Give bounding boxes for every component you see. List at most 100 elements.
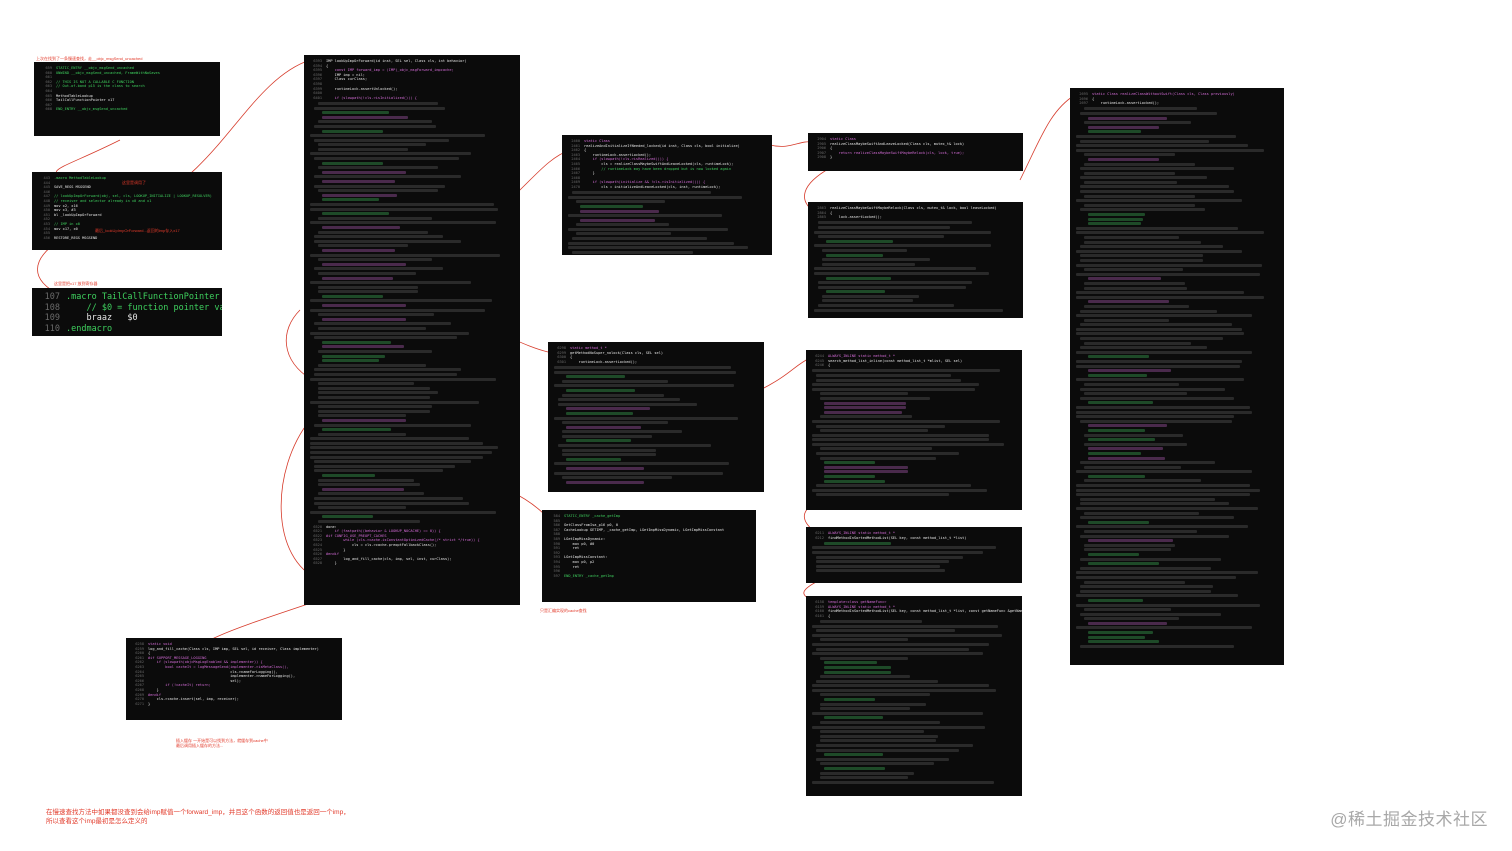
code-filler-line [322,180,396,184]
code-filler-line [820,675,910,679]
code-filler-line [558,444,711,448]
code-filler-line [318,216,433,220]
code-filler-line [1088,428,1145,432]
line-number: 6246 [815,363,824,368]
line-text: } [584,171,595,176]
code-line: 6263 bool cacheIt = logMessageSend(imple… [132,665,336,670]
code-filler-line [1076,364,1240,368]
line-text: ALWAYS_INLINE static method_t * [828,531,896,535]
code-filler-line [310,152,472,156]
code-filler-line [554,416,738,420]
code-filler-line [812,684,990,688]
code-line: 2864{ [814,211,1017,216]
code-filler-line [1088,373,1147,377]
line-number: 6260 [135,651,144,656]
code-line: 6260{ [132,651,336,656]
code-filler-line [1084,194,1196,198]
code-line: 6269#endif [132,693,336,698]
code-filler-line [314,239,461,243]
line-text: if (!cacheIt) return; [148,683,211,688]
line-text: Class curClass; [326,77,368,82]
code-filler-line [1076,144,1248,148]
line-number: 664 [45,88,53,93]
line-text: #if CONFIG_USE_PREOPT_CACHES [326,533,387,538]
code-filler-line [1080,185,1230,189]
code-filler-line [310,331,470,335]
code-filler-line [824,753,884,757]
code-filler-line [558,398,681,402]
line-text: mov p0, #0 [564,541,595,546]
code-line: 667 [40,103,214,108]
code-filler-line [1088,635,1145,639]
line-number: 2863 [817,206,826,210]
code-filler-line [1080,258,1204,262]
code-line: 2697 runtimeLock.assertLocked(); [1076,101,1278,106]
line-number: 6159 [815,604,824,609]
code-filler-line [812,442,1004,446]
code-line: 109 braaz $0 [38,313,216,324]
line-text: template<class getNameFunc> [828,600,887,604]
code-filler-line [1076,148,1264,152]
line-number: 6522 [313,533,322,538]
code-filler-line [1076,332,1244,336]
code-filler-line [1080,139,1210,143]
code-filler-line [318,147,408,151]
code-filler-line [1080,309,1218,313]
code-filler-line [822,258,930,262]
line-number: 2695 [1079,92,1088,96]
code-filler-line [816,748,959,752]
line-number: 6211 [815,531,824,535]
code-filler-line [820,415,912,419]
code-filler-line [318,166,439,170]
code-line: 2908} [814,155,1017,160]
code-filler-line [562,476,673,480]
code-filler-line [818,304,954,308]
line-text: while (cls->cache.isConstantOptimizedCac… [326,538,480,543]
line-text: runtimeLock.assertLocked(); [584,152,652,157]
code-line: 448// receiver and selector already in x… [38,199,216,204]
code-filler-line [1080,208,1206,212]
code-filler-line [812,438,990,442]
code-line: 6266 sel); [132,679,336,684]
line-text: cls = initializeAndLeaveLocked(cls, inst… [584,184,721,189]
line-number: 6263 [135,664,144,669]
code-filler-line [812,383,980,387]
code-filler-line [322,487,404,491]
code-line: 2467 } [568,171,766,176]
code-filler-line [318,478,414,482]
line-number: 662 [45,79,53,84]
line-number: 2865 [817,215,826,220]
code-line: 6522 #if CONFIG_USE_PREOPT_CACHES [310,534,514,539]
line-text: cls->cache.insert(sel, imp, receiver); [148,697,239,702]
code-line: 591 ret [548,546,750,551]
code-line: 443.macro MethodTableLookup [38,176,216,181]
code-filler-line [310,207,498,211]
code-line: 2468 [568,176,766,181]
code-filler-line [566,411,634,415]
line-number: 6160 [815,609,824,614]
code-filler-line [1088,355,1149,359]
code-line: 2865 lock.assertLocked(); [814,215,1017,220]
code-filler-line [318,382,414,386]
code-filler-line [1076,291,1244,295]
code-filler-line [1080,497,1216,501]
code-filler-line [1088,640,1159,644]
code-filler-line [1084,304,1190,308]
code-filler-line [820,392,908,396]
line-number: 591 [553,546,561,551]
line-text: cls = realizeClassMaybeSwiftAndLeaveLock… [584,161,734,166]
code-filler-line [568,214,723,218]
line-text: done: [326,524,337,529]
code-line: 6265 implementer->nameForLogging(), [132,674,336,679]
code-line: 2465 cls = realizeClassMaybeSwiftAndLeav… [568,162,766,167]
line-number: 2907 [817,150,826,155]
code-filler-line [318,285,418,289]
line-number: 447 [43,194,51,199]
